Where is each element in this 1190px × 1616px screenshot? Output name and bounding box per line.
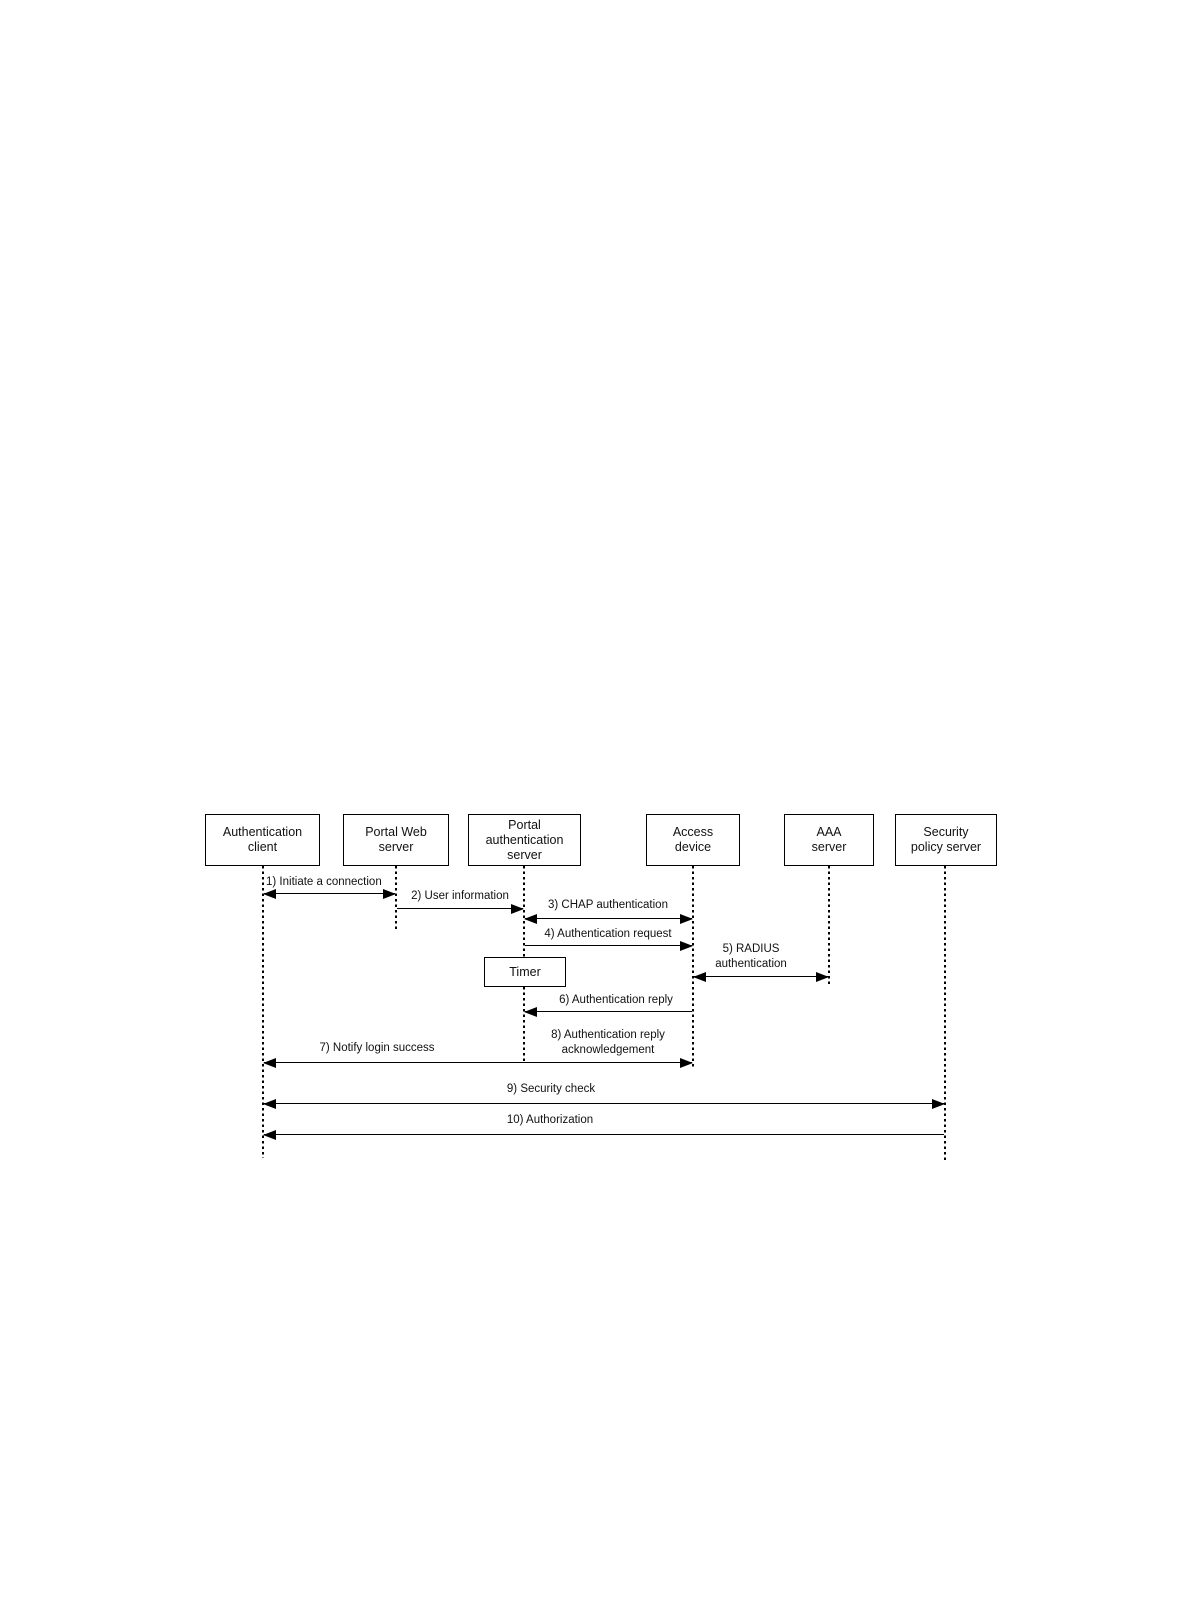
message-arrow-3-chap-authentication — [524, 913, 693, 924]
message-label-9: 9) Security check — [506, 1083, 596, 1095]
message-label-4: 4) Authentication request — [544, 928, 672, 940]
lifeline-aaa-server — [828, 866, 830, 985]
message-line — [525, 944, 692, 947]
message-label-2: 2) User information — [411, 890, 509, 902]
message-line — [397, 907, 523, 910]
arrowhead-right-icon — [816, 971, 829, 982]
message-label-10: 10) Authorization — [506, 1114, 594, 1126]
message-arrow-4-authentication-request — [524, 940, 693, 951]
message-arrow-7-8-notify-and-acknowledge — [263, 1057, 693, 1068]
message-line — [694, 975, 828, 978]
actor-security-policy-server: Security policy server — [895, 814, 997, 866]
arrowhead-right-icon — [511, 903, 524, 914]
message-arrow-9-security-check — [263, 1098, 945, 1109]
message-label-8: 8) Authentication reply acknowledgement — [551, 1029, 665, 1056]
actor-portal-authentication-server: Portal authentication server — [468, 814, 581, 866]
actor-authentication-client: Authentication client — [205, 814, 320, 866]
message-arrow-2-user-information — [396, 903, 524, 914]
arrowhead-right-icon — [680, 940, 693, 951]
message-arrow-5-radius-authentication — [693, 971, 829, 982]
arrowhead-right-icon — [383, 888, 396, 899]
message-arrow-10-authorization — [263, 1129, 945, 1140]
message-label-3: 3) CHAP authentication — [548, 899, 668, 911]
arrowhead-right-icon — [680, 913, 693, 924]
message-line — [264, 892, 395, 895]
message-line — [525, 1010, 692, 1013]
message-label-7: 7) Notify login success — [319, 1042, 435, 1054]
message-line — [525, 917, 692, 920]
message-label-1: 1) Initiate a connection — [266, 876, 382, 888]
message-arrow-1-initiate-connection — [263, 888, 396, 899]
message-line — [264, 1102, 944, 1105]
timer-box: Timer — [484, 957, 566, 987]
actor-access-device: Access device — [646, 814, 740, 866]
message-arrow-6-authentication-reply — [524, 1006, 693, 1017]
actor-portal-web-server: Portal Web server — [343, 814, 449, 866]
lifeline-access-device — [692, 866, 694, 1068]
message-label-5: 5) RADIUS authentication — [715, 943, 787, 970]
arrowhead-right-icon — [932, 1098, 945, 1109]
actor-aaa-server: AAA server — [784, 814, 874, 866]
message-label-6: 6) Authentication reply — [559, 994, 673, 1006]
lifeline-authentication-client — [262, 866, 264, 1158]
lifeline-security-policy-server — [944, 866, 946, 1160]
arrowhead-right-icon — [680, 1057, 693, 1068]
message-line — [264, 1133, 944, 1136]
message-line — [264, 1061, 692, 1064]
